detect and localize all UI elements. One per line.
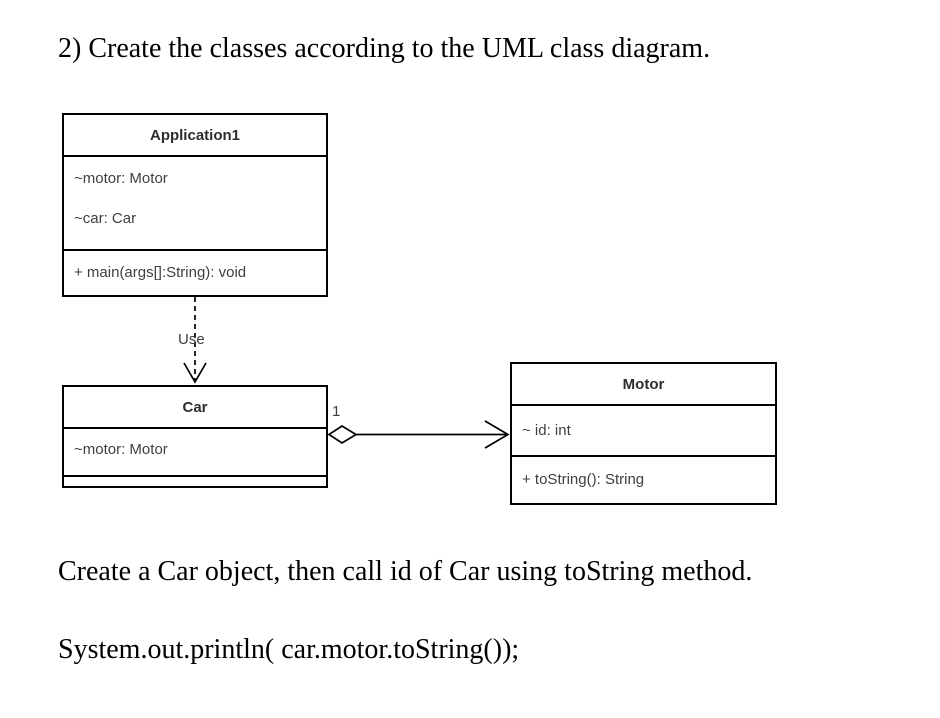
attribute-id: ~ id: int	[522, 421, 571, 439]
class-motor: Motor ~ id: int + toString(): String	[510, 362, 777, 505]
method-main: + main(args[]:String): void	[74, 264, 247, 281]
use-dependency-label: Use	[178, 331, 205, 348]
aggregation-arrowhead-icon	[484, 420, 510, 449]
attribute-car: ~car: Car	[74, 210, 137, 227]
class-motor-methods: + toString(): String	[512, 457, 775, 503]
instruction-text: Create a Car object, then call id of Car…	[58, 556, 753, 587]
aggregation-diamond-icon	[327, 424, 358, 445]
class-application1-methods: + main(args[]:String): void	[64, 251, 326, 295]
code-text: System.out.println( car.motor.toString()…	[58, 634, 520, 665]
class-motor-attributes: ~ id: int	[512, 406, 775, 457]
multiplicity-label: 1	[332, 403, 341, 420]
method-tostring: + toString(): String	[522, 471, 645, 488]
class-car-attributes: ~motor: Motor	[64, 429, 326, 477]
class-car-name: Car	[64, 387, 326, 429]
exercise-heading: 2) Create the classes according to the U…	[58, 33, 711, 64]
attribute-motor: ~motor: Motor	[74, 170, 168, 187]
class-car-methods-empty	[64, 477, 326, 486]
attribute-motor: ~motor: Motor	[74, 441, 168, 458]
class-motor-name: Motor	[512, 364, 775, 406]
class-application1-attributes: ~motor: Motor ~car: Car	[64, 157, 326, 251]
class-application1-name: Application1	[64, 115, 326, 157]
class-application1: Application1 ~motor: Motor ~car: Car + m…	[62, 113, 328, 297]
use-arrowhead-icon	[183, 362, 207, 384]
class-car: Car ~motor: Motor	[62, 385, 328, 488]
